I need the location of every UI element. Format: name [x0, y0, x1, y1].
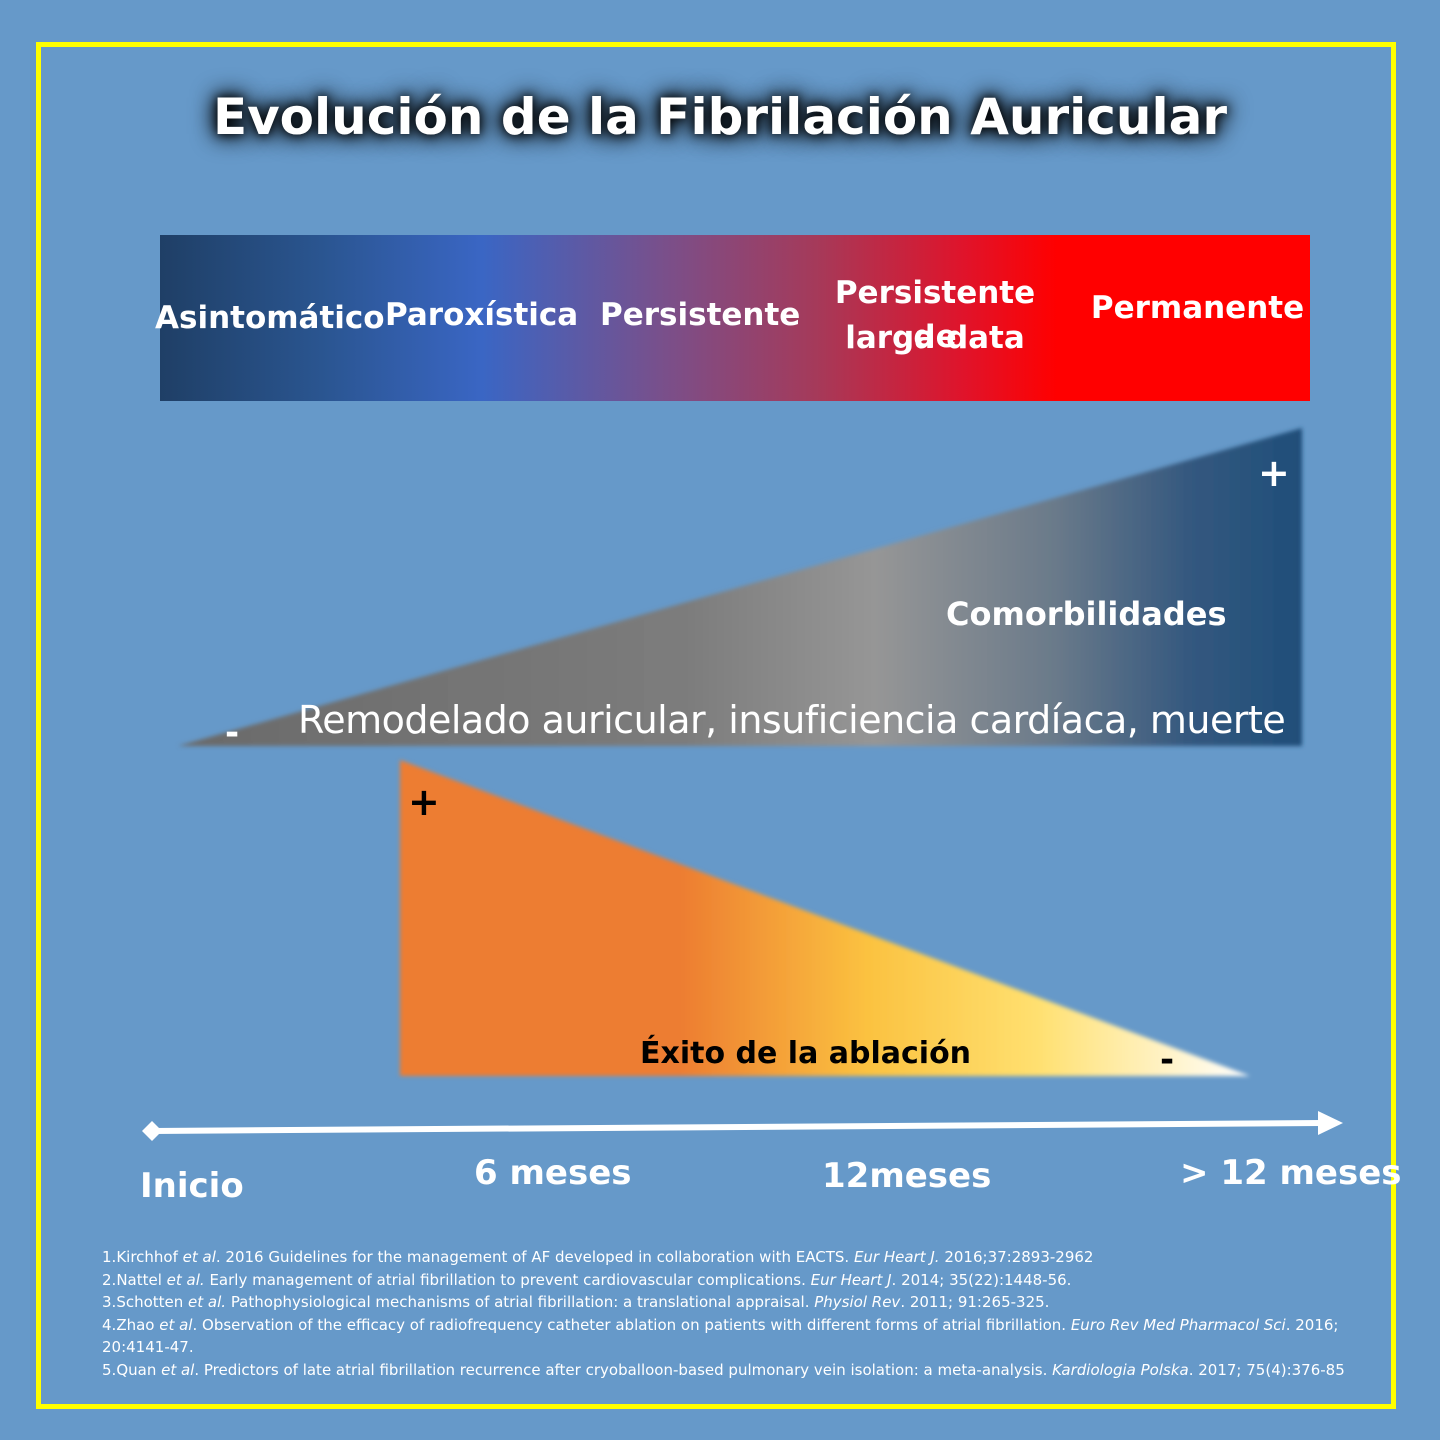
comorbidity-minus-sign: -: [225, 713, 240, 753]
reference-item: 1.Kirchhof et al. 2016 Guidelines for th…: [102, 1248, 1094, 1266]
stage-persistente-larga-data-line1: Persistente de: [834, 275, 1036, 355]
references-list: 1.Kirchhof et al. 2016 Guidelines for th…: [102, 1246, 1352, 1381]
yellow-frame: [36, 42, 1396, 1409]
comorbidity-caption: Remodelado auricular, insuficiencia card…: [298, 698, 1286, 742]
ablation-triangle: [400, 760, 1250, 1076]
stage-persistente: Persistente: [600, 297, 801, 333]
ablation-label: Éxito de la ablación: [640, 1036, 972, 1071]
stage-paroxistica: Paroxística: [385, 297, 579, 333]
timeline-label-12-meses: 12meses: [822, 1156, 992, 1196]
reference-item: 3.Schotten et al. Pathophysiological mec…: [102, 1293, 1050, 1311]
ablation-minus-sign: -: [1160, 1040, 1175, 1080]
page-title: Evolución de la Fibrilación Auricular: [212, 88, 1228, 146]
timeline-label-6-meses: 6 meses: [474, 1153, 632, 1193]
timeline-arrow: [142, 1111, 1343, 1141]
timeline-label-inicio: Inicio: [140, 1166, 244, 1206]
reference-item: 2.Nattel et al. Early management of atri…: [102, 1270, 1072, 1289]
comorbidity-plus-sign: +: [1258, 451, 1290, 495]
comorbidity-label: Comorbilidades: [946, 595, 1227, 633]
reference-item: 5.Quan et al. Predictors of late atrial …: [102, 1360, 1345, 1379]
timeline-arrowhead: [1318, 1111, 1343, 1135]
stage-persistente-larga-data-line2: larga data: [845, 320, 1025, 356]
stage-asintomatico: Asintomático: [155, 300, 385, 336]
ablation-plus-sign: +: [408, 780, 440, 824]
stage-gradient-bar: [160, 235, 1310, 401]
stage-permanente: Permanente: [1090, 290, 1305, 326]
timeline-label-mas-12-meses: > 12 meses: [1180, 1153, 1402, 1193]
timeline-start-diamond: [142, 1121, 162, 1141]
reference-item: 4.Zhao et al. Observation of the efficac…: [102, 1315, 1339, 1357]
comorbidity-triangle: [178, 428, 1302, 746]
